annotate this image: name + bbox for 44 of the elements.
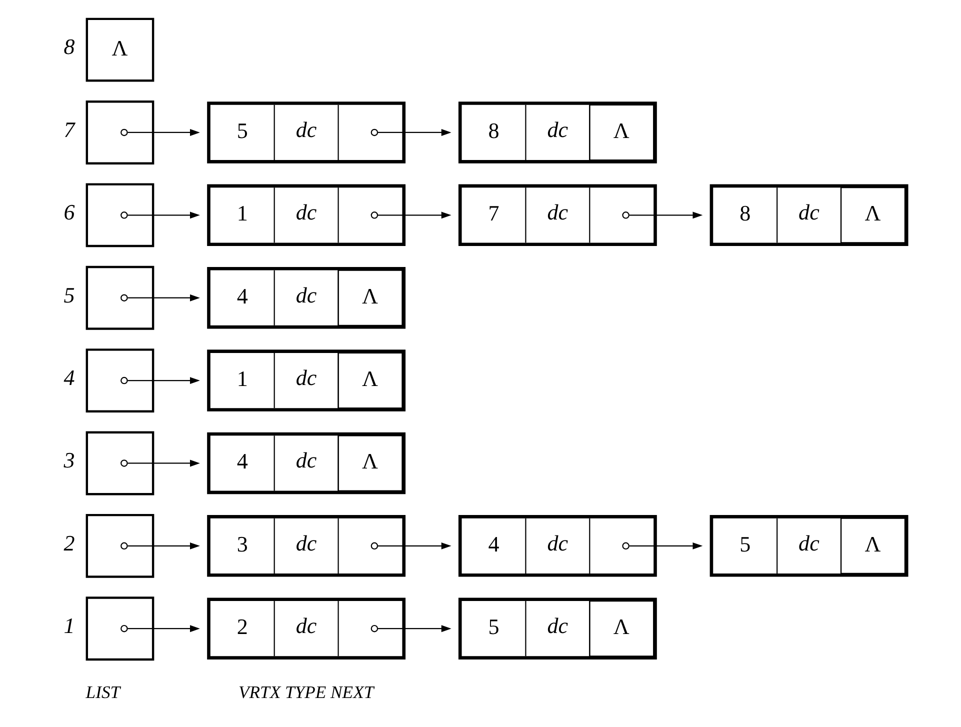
node-box: 1 dc: [207, 184, 406, 246]
node-label: 7: [64, 116, 75, 142]
node-box: 4 dc: [458, 514, 657, 576]
node-box: 5 dc Λ: [458, 597, 657, 659]
node-label: 8: [64, 34, 75, 59]
arrow: [622, 211, 703, 218]
node-box: 4 dc Λ: [207, 266, 406, 328]
arrow: [120, 294, 200, 301]
arrow: [370, 211, 452, 218]
node-box: [86, 265, 154, 330]
node-box: 2 dc: [207, 597, 406, 659]
node-box: [86, 348, 154, 412]
node-box: 3 dc: [207, 514, 406, 576]
arrow: [370, 542, 452, 550]
node-label: 4: [64, 364, 75, 390]
arrow: [120, 624, 200, 632]
node-box: [86, 100, 154, 164]
node-box: 5 dc: [207, 101, 406, 163]
node-box: [86, 182, 154, 247]
arrow: [120, 211, 200, 218]
node-label: 6: [64, 199, 75, 224]
node-box: [86, 596, 154, 660]
node-box: 1 dc Λ: [207, 349, 406, 411]
node-box: 8 dc Λ: [710, 184, 908, 246]
node-label: 3: [64, 447, 75, 472]
arrow: [370, 128, 452, 136]
label: LIST: [86, 681, 120, 702]
node-box: 5 dc Λ: [710, 514, 908, 576]
node-box: 4 dc Λ: [207, 432, 406, 494]
node-box: 7 dc: [458, 184, 657, 246]
arrow: [120, 128, 200, 136]
node-box: [86, 513, 154, 578]
node-label: 1: [64, 612, 75, 638]
label: VRTX TYPE NEXT: [238, 681, 374, 702]
arrow: [120, 459, 200, 466]
node-box: Λ: [86, 17, 154, 82]
arrow: [622, 542, 703, 550]
arrow: [370, 624, 452, 632]
node-label: 2: [64, 530, 75, 555]
node-label: 5: [64, 282, 75, 307]
arrow: [120, 542, 200, 550]
node-box: 8 dc Λ: [458, 101, 657, 163]
arrow: [120, 376, 200, 384]
node-box: [86, 430, 154, 495]
